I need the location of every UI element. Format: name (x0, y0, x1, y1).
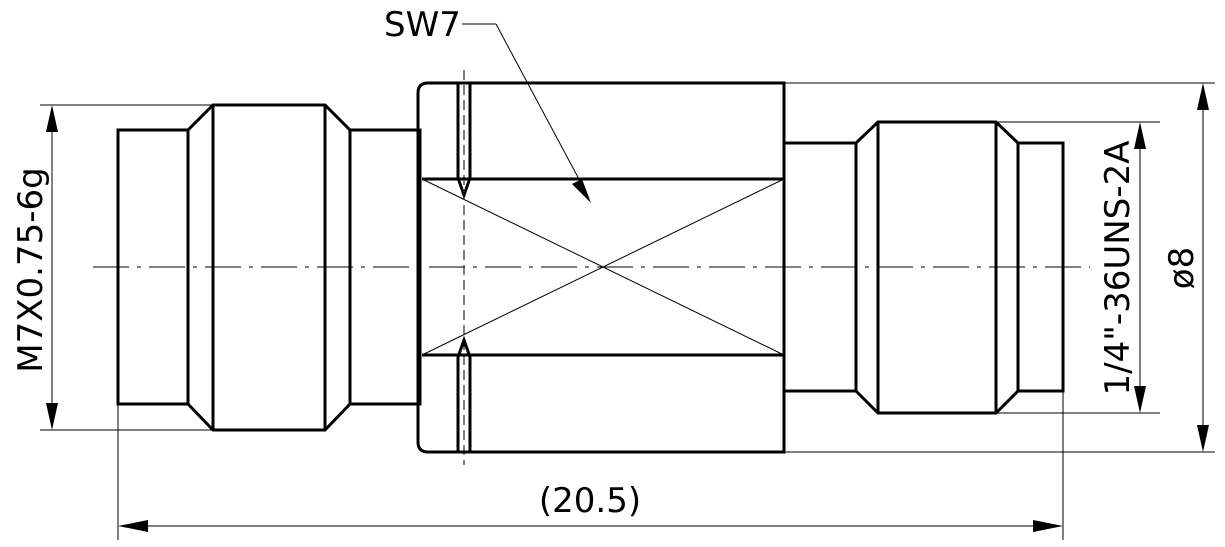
dim-length-arrow-right (1033, 520, 1063, 532)
callout-arrow (572, 179, 591, 203)
sw-callout: SW7 (384, 5, 591, 203)
dim-right-thread: 1/4"-36UNS-2A (1098, 122, 1146, 413)
dim-left-arrow-bottom (46, 403, 58, 430)
flat-cross-2 (421, 178, 785, 356)
dim-left-thread: M7X0.75-6g (11, 105, 58, 430)
dim-right-arrow-bottom (1134, 386, 1146, 413)
dim-left-thread-label: M7X0.75-6g (11, 167, 51, 372)
callout-leader (495, 23, 589, 197)
extension-lines (40, 82, 1215, 540)
center-body (416, 70, 786, 465)
dim-dia-arrow-bottom (1197, 425, 1209, 452)
dim-length-label: (20.5) (539, 481, 641, 521)
dim-diameter-label: ø8 (1162, 247, 1202, 289)
dim-length: (20.5) (118, 481, 1063, 532)
dim-diameter: ø8 (1162, 83, 1209, 452)
sw-label: SW7 (384, 5, 461, 45)
dim-length-arrow-left (118, 520, 148, 532)
dim-left-arrow-top (46, 105, 58, 132)
dim-right-arrow-top (1134, 122, 1146, 149)
dim-dia-arrow-top (1197, 83, 1209, 110)
dim-right-thread-label: 1/4"-36UNS-2A (1098, 141, 1138, 396)
left-neck (348, 128, 422, 406)
body-outline (416, 81, 786, 454)
left-connector (116, 103, 422, 432)
right-connector (782, 120, 1065, 415)
right-pin-section (1016, 141, 1065, 393)
